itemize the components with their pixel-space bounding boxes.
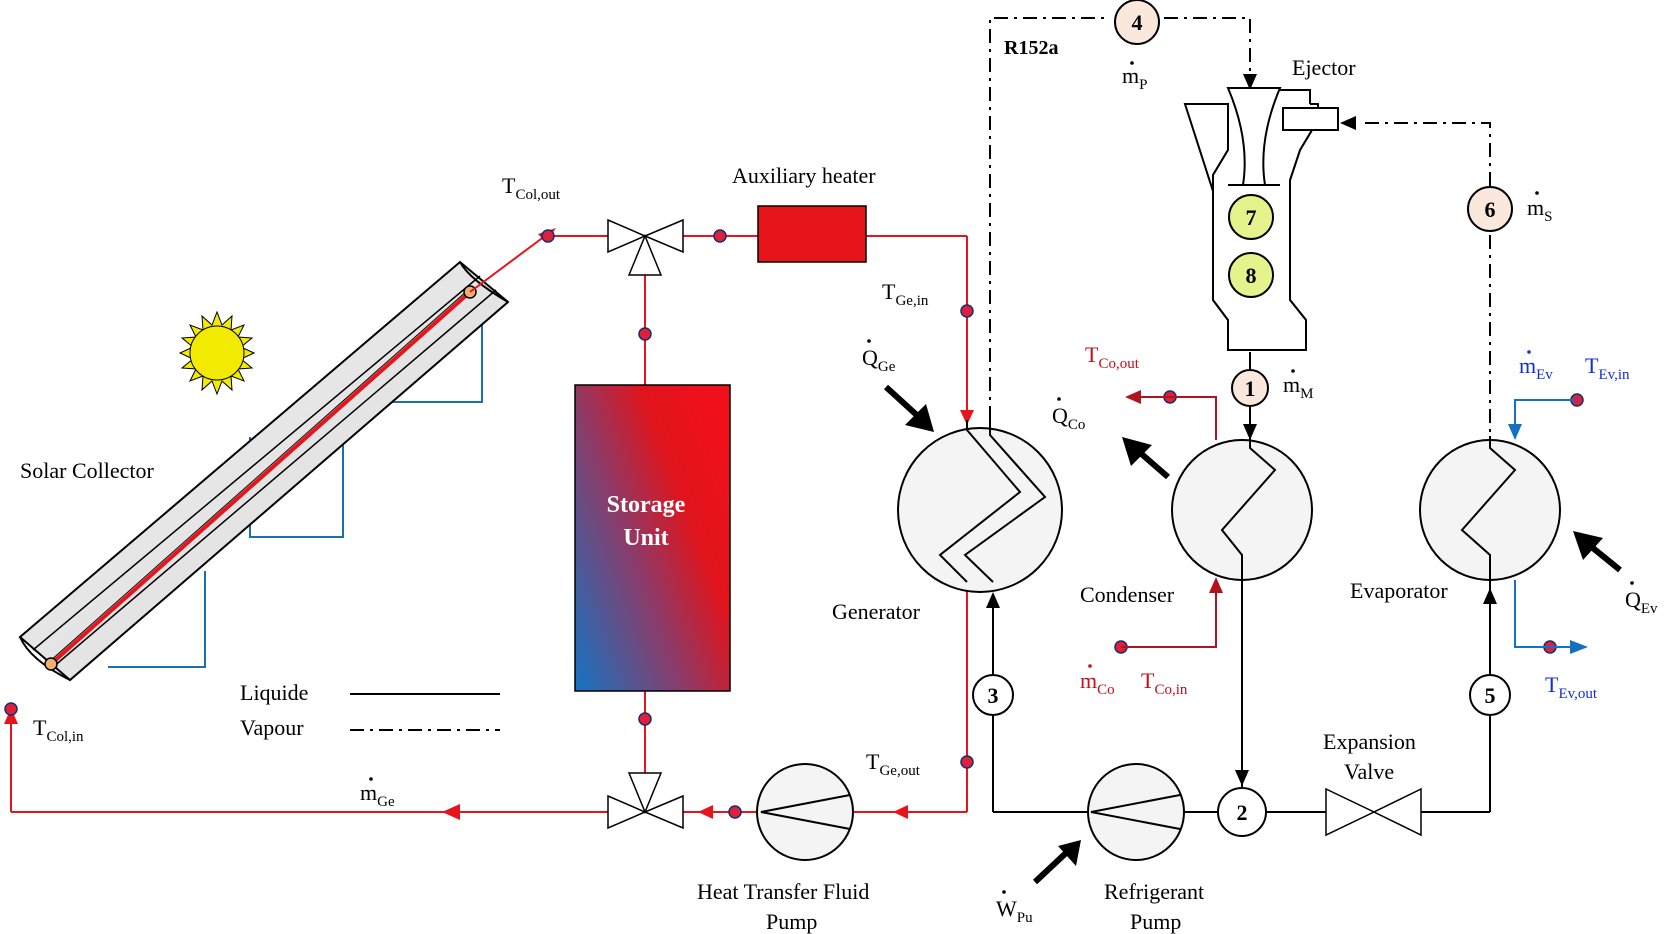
storage-unit-label: Storage <box>607 492 686 518</box>
expansion-valve-label: Expansion <box>1323 729 1416 754</box>
receiver-tube <box>49 290 472 666</box>
m-s-label: mS <box>1527 195 1552 225</box>
svg-text:2: 2 <box>1237 800 1248 825</box>
t-col-out-label: TCol,out <box>502 173 561 203</box>
collector-support <box>108 571 206 668</box>
state-node: 7 <box>1228 194 1274 240</box>
condenser <box>1171 436 1313 581</box>
q-ge-label: QGe <box>862 345 896 375</box>
sensor-dots <box>4 229 1584 819</box>
t-ge-out-label: TGe,out <box>866 749 921 779</box>
t-co-out-label: TCo,out <box>1085 342 1140 372</box>
legend-vapour-label: Vapour <box>240 715 304 740</box>
dot-accents <box>369 61 1634 894</box>
storage-unit <box>574 384 731 692</box>
generator <box>897 420 1063 593</box>
expansion-valve-label-2: Valve <box>1344 759 1394 784</box>
legend: Liquide Vapour <box>240 680 500 740</box>
refrigerant-pump-label: Refrigerant <box>1104 879 1204 904</box>
refrigerant-label: R152a <box>1004 37 1058 59</box>
t-col-in-label: TCol,in <box>33 715 84 745</box>
svg-text:1: 1 <box>1245 376 1256 401</box>
svg-text:4: 4 <box>1132 10 1143 35</box>
auxiliary-heater-label: Auxiliary heater <box>732 163 876 188</box>
condenser-label: Condenser <box>1080 582 1175 607</box>
svg-text:8: 8 <box>1246 263 1257 288</box>
svg-text:6: 6 <box>1485 197 1496 222</box>
svg-text:7: 7 <box>1246 205 1257 230</box>
flow-arrow <box>1243 74 1257 90</box>
vapour-lines <box>989 17 1491 436</box>
htf-pump <box>756 763 854 861</box>
collector-trough-edge <box>19 636 71 681</box>
m-p-label: mP <box>1122 63 1147 93</box>
condenser-water-lines <box>1121 396 1217 648</box>
svg-text:5: 5 <box>1485 683 1496 708</box>
flow-arrow <box>1508 424 1522 440</box>
evaporator <box>1419 436 1561 592</box>
refrigerant-pump-label-2: Pump <box>1130 909 1181 934</box>
evaporator-water-lines <box>1514 399 1577 648</box>
receiver-end <box>44 657 58 671</box>
state-node: 6 <box>1467 186 1513 232</box>
sun-icon <box>178 310 256 396</box>
t-ev-in-label: TEv,in <box>1585 353 1630 383</box>
flow-arrow <box>1125 390 1141 404</box>
auxiliary-heater <box>757 205 867 263</box>
legend-liquid-label: Liquide <box>240 680 308 705</box>
state-node: 8 <box>1228 252 1274 298</box>
three-way-valve-bottom <box>607 772 684 830</box>
hot-water-loop <box>10 235 968 813</box>
flow-arrows-liquid <box>986 424 1497 786</box>
t-ev-out-label: TEv,out <box>1545 672 1598 702</box>
svg-text:3: 3 <box>988 683 999 708</box>
evaporator-label: Evaporator <box>1350 578 1448 603</box>
liquid-lines <box>992 352 1491 813</box>
m-ev-label: mEv <box>1519 353 1553 383</box>
storage-unit-label-2: Unit <box>623 525 668 551</box>
solar-collector-label: Solar Collector <box>20 458 154 483</box>
flow-arrow <box>1209 577 1223 593</box>
htf-pump-label-2: Pump <box>766 909 817 934</box>
state-node: 5 <box>1469 674 1511 716</box>
collector-trough-edge <box>459 261 509 303</box>
flow-arrow <box>1340 116 1356 130</box>
state-node: 4 <box>1114 0 1160 45</box>
state-node: 3 <box>972 674 1014 716</box>
generator-label: Generator <box>832 599 921 624</box>
htf-pump-label: Heat Transfer Fluid <box>697 879 869 904</box>
w-pu-label: WPu <box>996 896 1033 926</box>
refrigerant-pump <box>1087 763 1185 861</box>
q-ev-label: QEv <box>1625 587 1658 617</box>
q-co-label: QCo <box>1052 403 1085 433</box>
expansion-valve <box>1325 787 1422 837</box>
m-m-label: mM <box>1283 372 1313 402</box>
heat-flow-arrows <box>883 384 1622 885</box>
state-node: 1 <box>1231 369 1269 407</box>
flow-arrow <box>1570 640 1588 654</box>
ejector-label: Ejector <box>1292 55 1356 80</box>
t-co-in-label: TCo,in <box>1141 668 1188 698</box>
state-node: 2 <box>1217 787 1267 837</box>
m-co-label: mCo <box>1080 668 1115 698</box>
t-ge-in-label: TGe,in <box>882 279 929 309</box>
m-ge-label: mGe <box>360 780 395 810</box>
three-way-valve-top <box>607 218 684 276</box>
